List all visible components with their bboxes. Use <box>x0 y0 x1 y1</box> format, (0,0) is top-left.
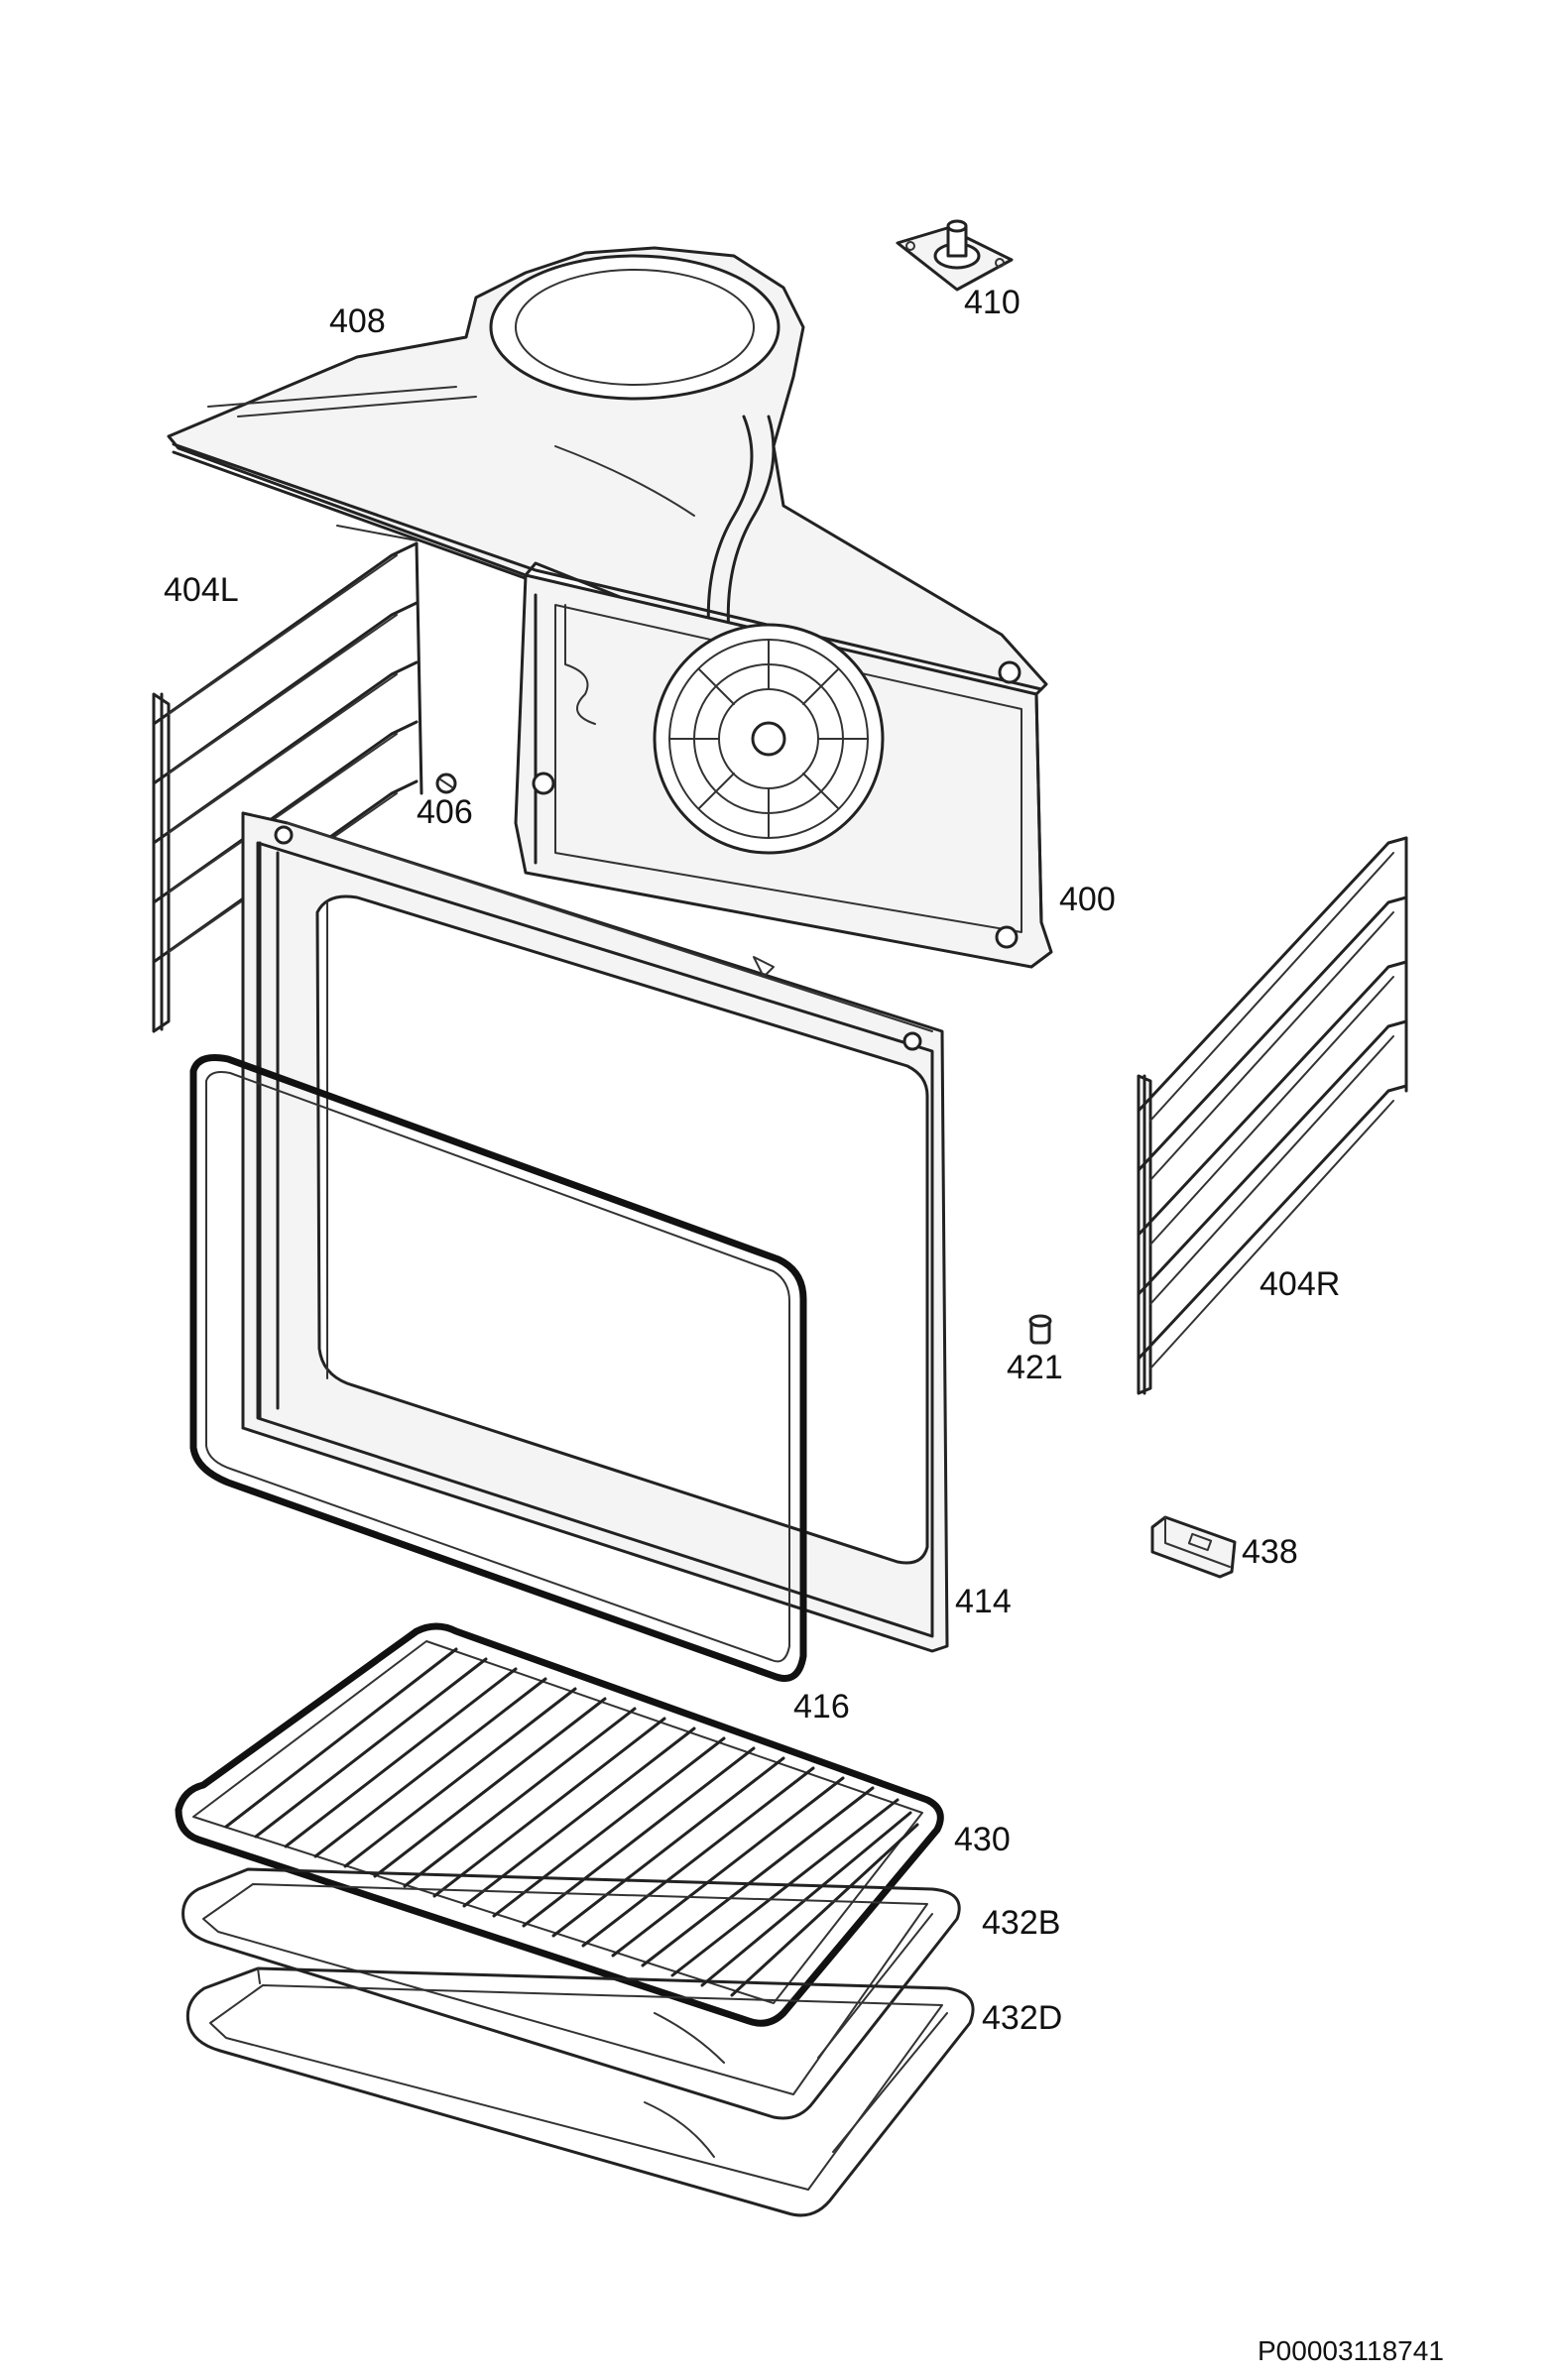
label-414: 414 <box>955 1583 1012 1620</box>
part-421-lamp-cap <box>1028 1314 1052 1345</box>
part-404L-left-shelf-support <box>152 525 423 1033</box>
part-404R-right-shelf-support <box>1137 836 1408 1395</box>
part-406-screw <box>435 773 457 794</box>
label-438: 438 <box>1242 1533 1298 1571</box>
label-408: 408 <box>329 302 386 340</box>
part-410-fan-motor-bracket <box>896 219 1014 292</box>
rack-bars <box>224 1647 919 1997</box>
label-400: 400 <box>1059 881 1116 918</box>
part-408-fan-cover <box>167 246 1048 696</box>
label-416: 416 <box>793 1688 850 1726</box>
part-432D-deep-tray <box>185 1966 975 2217</box>
label-410: 410 <box>964 284 1021 321</box>
label-404L: 404L <box>164 571 239 609</box>
label-406: 406 <box>417 793 473 831</box>
label-421: 421 <box>1007 1349 1063 1386</box>
part-414-cavity-front-frame <box>241 811 949 1653</box>
part-438-bracket <box>1150 1515 1237 1579</box>
part-416-door-gasket <box>189 1054 807 1682</box>
part-400-back-panel <box>514 573 1053 969</box>
document-code: P00003118741 <box>1258 2335 1444 2366</box>
label-430: 430 <box>954 1821 1011 1858</box>
label-404R: 404R <box>1260 1265 1340 1303</box>
label-432B: 432B <box>982 1904 1060 1942</box>
label-432D: 432D <box>982 1999 1062 2037</box>
part-430-wire-rack <box>175 1622 944 2027</box>
